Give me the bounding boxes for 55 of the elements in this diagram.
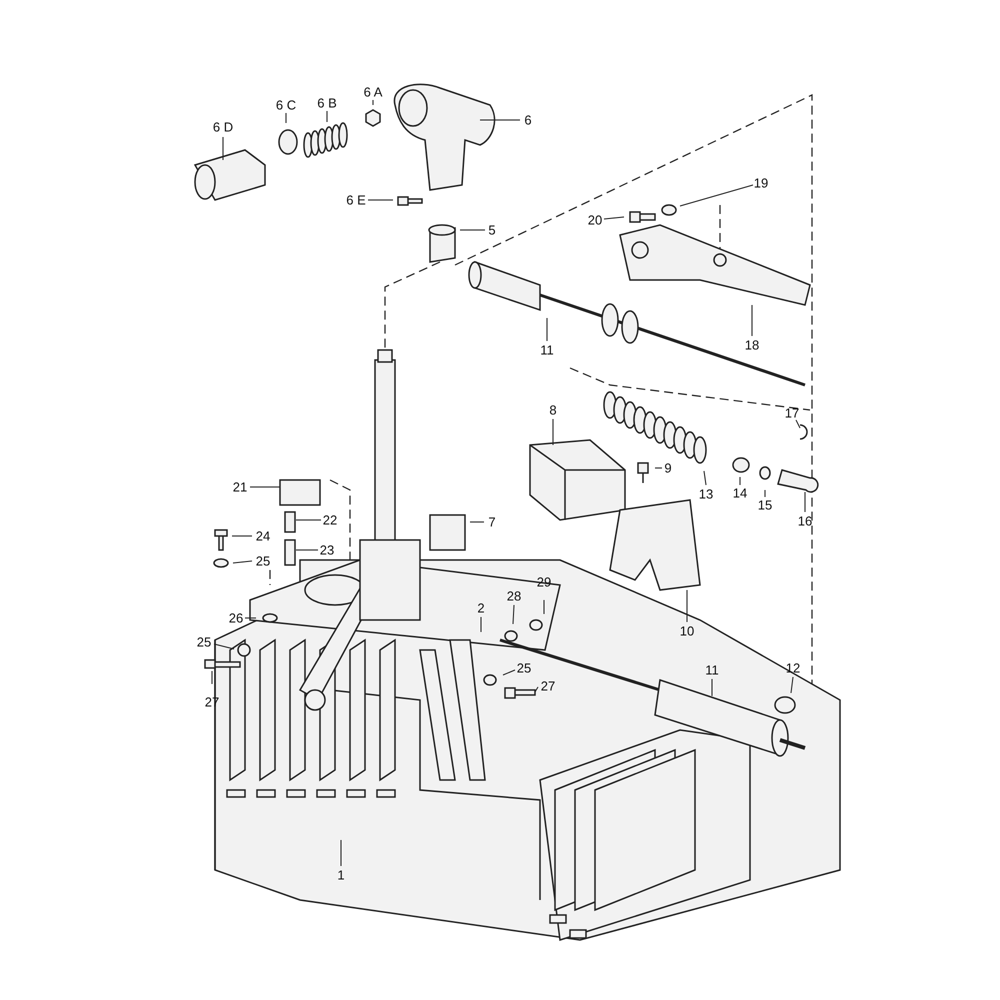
callout-number: 23 bbox=[318, 542, 336, 558]
callout-number: 17 bbox=[784, 406, 800, 420]
callout-number: 22 bbox=[322, 512, 338, 528]
callout-number: 9 bbox=[663, 460, 673, 476]
leader-line bbox=[340, 840, 342, 866]
leader-line bbox=[686, 590, 688, 622]
callout-number: 8 bbox=[548, 402, 558, 418]
callout-number: 5 bbox=[487, 222, 497, 238]
leader-line bbox=[704, 470, 706, 486]
callout-number: 6 C bbox=[274, 98, 298, 112]
callout-number: 12 bbox=[784, 660, 802, 676]
callout-number: 1 bbox=[336, 868, 346, 882]
leader-line bbox=[232, 560, 252, 564]
leader-line bbox=[214, 644, 234, 650]
leader-line bbox=[804, 492, 806, 512]
callout-number: 20 bbox=[586, 212, 604, 228]
callout-number: 6 B bbox=[316, 96, 338, 110]
leader-line bbox=[250, 486, 280, 488]
callout-number: 21 bbox=[232, 480, 248, 494]
leader-line bbox=[502, 670, 516, 676]
callout-number: 7 bbox=[487, 514, 497, 530]
callout-number: 18 bbox=[744, 338, 760, 352]
callout-number: 28 bbox=[506, 588, 522, 604]
callout-number: 13 bbox=[698, 486, 714, 502]
callout-number: 25 bbox=[254, 554, 272, 568]
callout-number: 26 bbox=[228, 610, 244, 626]
leader-line bbox=[546, 318, 548, 342]
leader-line bbox=[796, 420, 800, 428]
leader-line bbox=[480, 616, 482, 632]
leader-line bbox=[372, 100, 374, 106]
callout-number: 24 bbox=[254, 528, 272, 544]
callout-number: 10 bbox=[678, 624, 696, 638]
callout-number: 15 bbox=[756, 498, 774, 512]
callout-number: 6 A bbox=[362, 84, 384, 100]
callout-number: 16 bbox=[796, 514, 814, 528]
callout-number: 25 bbox=[196, 634, 212, 650]
leader-line bbox=[552, 418, 554, 446]
callout-number: 6 E bbox=[345, 192, 367, 208]
leader-line bbox=[512, 604, 514, 624]
callout-number: 11 bbox=[539, 342, 555, 358]
callout-number: 2 bbox=[476, 600, 486, 616]
leader-line bbox=[680, 184, 754, 206]
callout-number: 6 bbox=[523, 112, 533, 128]
leader-line bbox=[790, 676, 794, 694]
callout-number: 19 bbox=[752, 176, 770, 190]
leader-line bbox=[764, 490, 766, 498]
callout-number: 25 bbox=[516, 660, 532, 676]
callout-number: 14 bbox=[732, 486, 748, 500]
callout-number: 6 D bbox=[212, 120, 234, 134]
callout-number: 27 bbox=[540, 678, 556, 694]
callout-number: 11 bbox=[704, 662, 720, 678]
leader-line bbox=[326, 110, 328, 122]
leader-line bbox=[604, 216, 624, 220]
leader-line bbox=[222, 136, 224, 160]
leader-line bbox=[534, 686, 538, 692]
